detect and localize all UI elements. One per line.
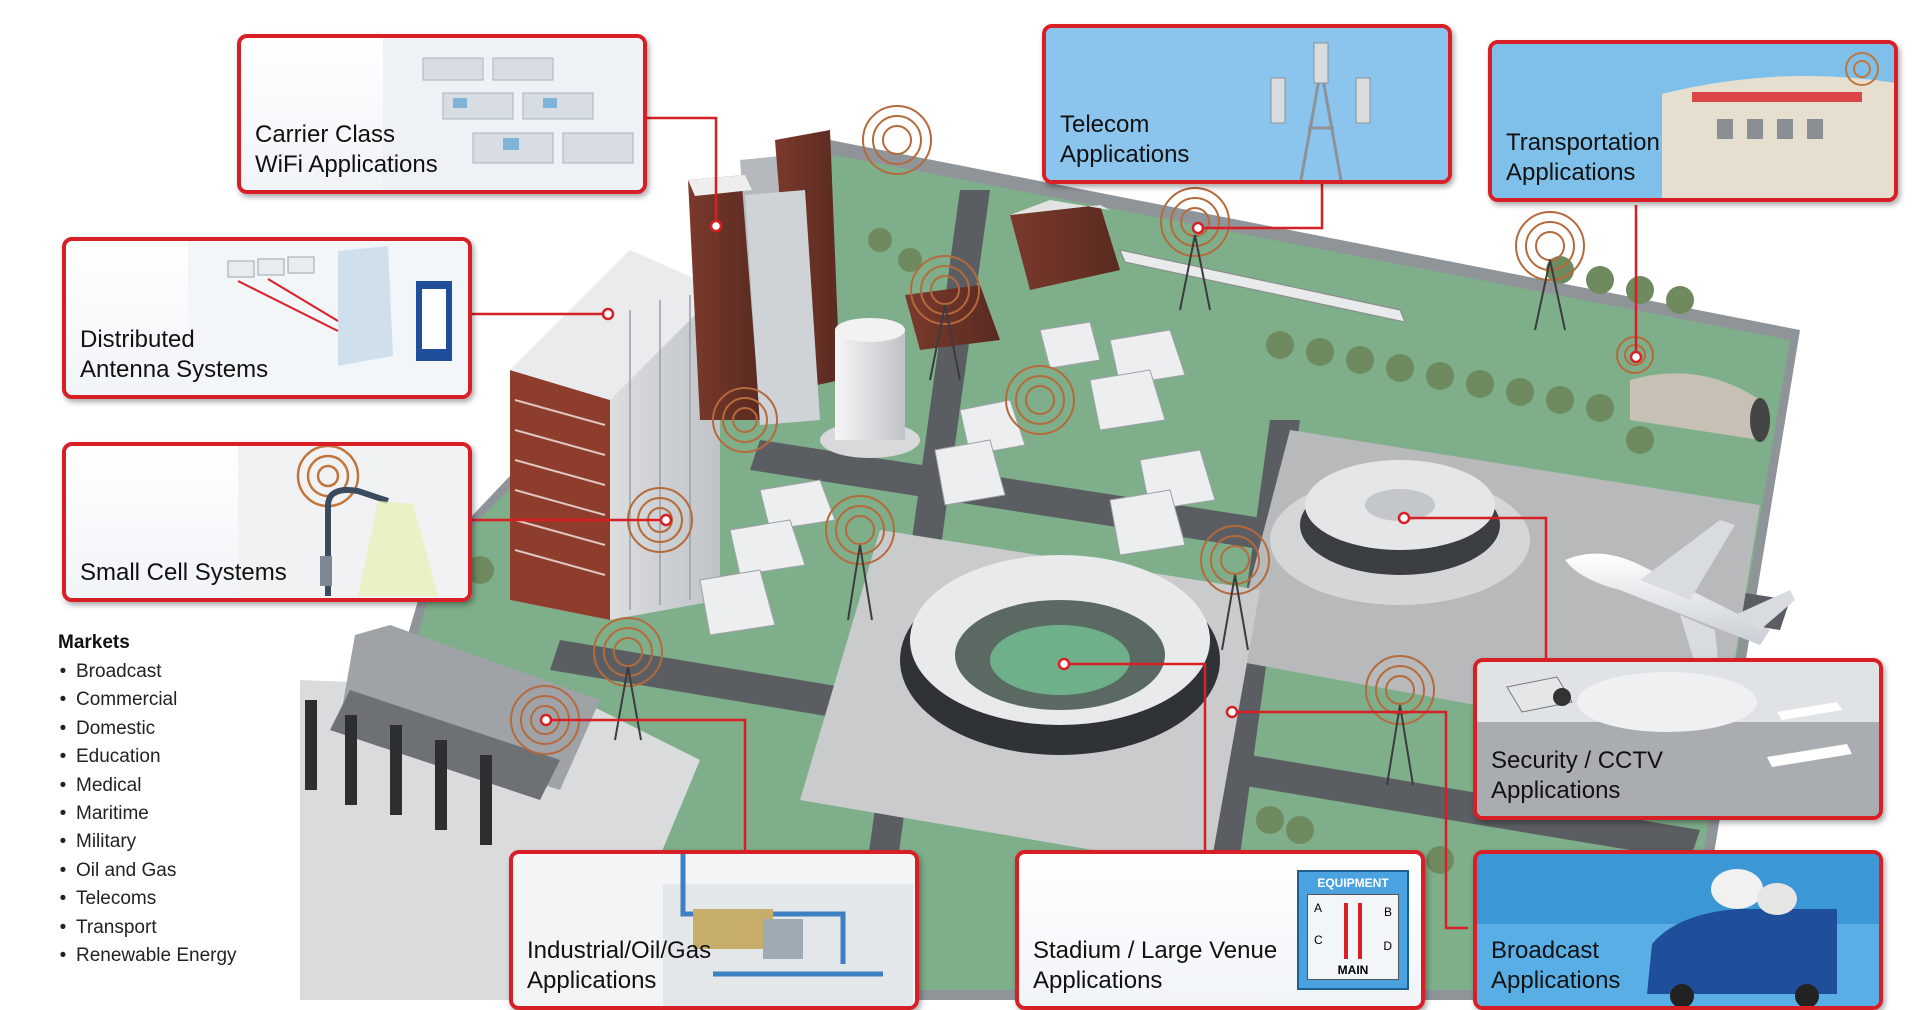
market-item: •Commercial [59,689,178,711]
houses [699,321,1216,636]
callout-das-label: Distributed Antenna Systems [80,326,269,383]
office-tower [510,250,720,620]
callout-broadcast-label: Broadcast Applications [1491,937,1621,994]
cell-towers [510,105,1654,755]
market-item: •Medical [59,774,142,796]
callout-telecom-label: Telecom Applications [1060,111,1190,168]
riser-lines [1358,903,1363,959]
riser-lines [1344,903,1348,959]
callout-security-label: Security / CCTV Applications [1491,747,1664,804]
market-item: •Maritime [59,803,149,825]
market-item: •Broadcast [59,661,162,682]
market-item: •Education [59,746,161,768]
callout-transport: Transportation Applications [1488,40,1898,202]
slot-main: MAIN [1337,963,1369,977]
industrial-plant [305,625,600,845]
stadium [900,555,1220,755]
market-item: •Transport [59,916,157,938]
broadcast-illustration [1477,854,1879,1006]
callout-industrial-label: Industrial/Oil/Gas Applications [527,937,712,994]
leader-dots [539,219,1643,727]
skyscrapers [688,130,840,425]
slot-b: B [1383,905,1392,919]
slot-d: D [1383,939,1392,953]
callout-das: Distributed Antenna Systems [62,237,472,399]
callout-wifi-label: Carrier Class WiFi Applications [255,121,438,178]
airplane [1565,520,1795,680]
equipment-panel: EQUIPMENT A B C D MAIN [1297,870,1409,990]
callout-broadcast: Broadcast Applications [1473,850,1883,1010]
train [1119,249,1406,323]
callout-security: Security / CCTV Applications [1473,658,1883,820]
industrial-illustration [513,854,915,1006]
transport-illustration [1492,44,1894,198]
callout-wifi: Carrier Class WiFi Applications [237,34,647,194]
markets-items: •Broadcast •Commercial •Domestic •Educat… [58,658,237,970]
market-item: •Domestic [59,717,156,739]
callout-small-cell: Small Cell Systems [62,442,472,602]
callout-transport-label: Transportation Applications [1506,129,1660,186]
das-illustration [188,241,468,395]
markets-list: Markets •Broadcast •Commercial •Domestic… [58,632,237,970]
leader-lines [470,116,1638,930]
equipment-panel-title: EQUIPMENT [1317,876,1389,890]
callout-small-cell-label: Small Cell Systems [80,559,287,586]
callout-stadium: EQUIPMENT A B C D MAIN Stadium / Large V… [1015,850,1425,1010]
markets-title: Markets [58,632,130,653]
market-item: •Oil and Gas [59,859,177,881]
market-item: •Telecoms [59,888,157,910]
equipment-panel-body: A B C D MAIN [1307,894,1399,980]
tower-masts [614,234,1566,786]
callout-telecom: Telecom Applications [1042,24,1452,184]
market-item: •Military [59,831,137,853]
callout-industrial: Industrial/Oil/Gas Applications [509,850,919,1010]
streetlight-illustration [238,446,468,598]
callout-stadium-label: Stadium / Large Venue Applications [1033,937,1278,994]
security-illustration [1477,662,1879,816]
office-illustration [383,38,643,190]
slot-c: C [1314,933,1323,947]
telecom-illustration [1046,28,1448,180]
tunnel [1630,373,1770,442]
round-tower [820,318,920,458]
slot-a: A [1314,901,1323,915]
market-item: •Renewable Energy [59,945,237,967]
arena [1270,460,1530,605]
